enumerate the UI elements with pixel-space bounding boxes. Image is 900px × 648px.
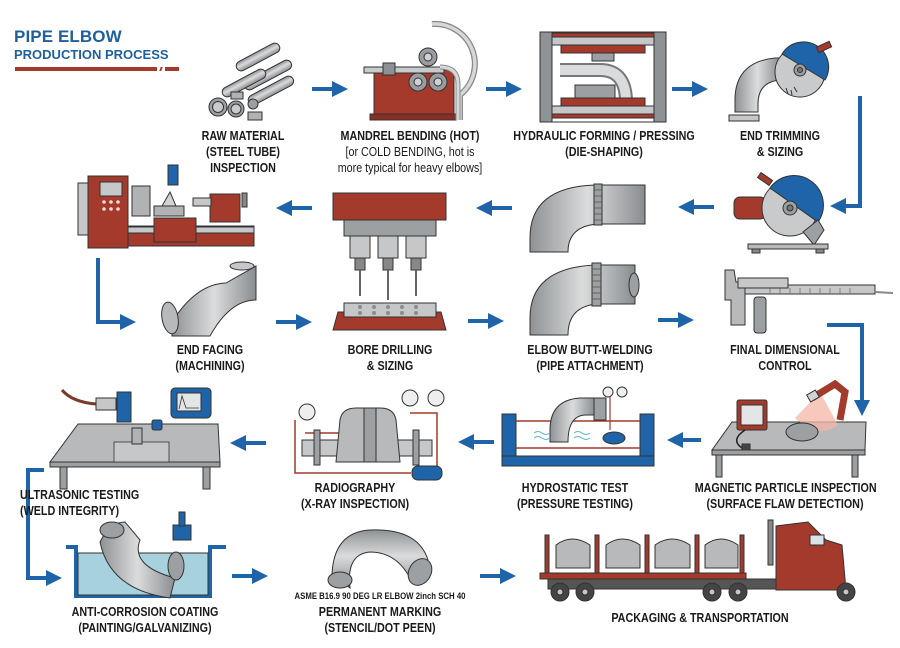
hydraulic-press-icon [539, 31, 667, 123]
step-label-hydraulic-forming: HYDRAULIC FORMING / PRESSING (DIE-SHAPIN… [513, 129, 695, 159]
magnetic-yoke-icon [711, 379, 867, 478]
marking-stamp-text: ASME B16.9 90 DEG LR ELBOW 2inch SCH 40 [294, 591, 466, 602]
page-subtitle: PRODUCTION PROCESS [14, 47, 169, 62]
page-title: PIPE ELBOW [14, 27, 122, 46]
step-label-anti-corrosion: ANTI-CORROSION COATING (PAINTING/GALVANI… [71, 605, 219, 635]
mandrel-bender-icon [363, 20, 478, 121]
lathe-icon [77, 164, 255, 249]
step-label-mandrel-bending: MANDREL BENDING (HOT) [or COLD BENDING, … [337, 129, 483, 175]
step-label-raw-material: RAW MATERIAL (STEEL TUBE) INSPECTION [201, 129, 285, 175]
arrow-8-9 [96, 258, 136, 330]
flatbed-truck-icon [539, 519, 856, 602]
step-label-radiography: RADIOGRAPHY (X-RAY INSPECTION) [300, 481, 410, 511]
caliper-icon [724, 269, 894, 334]
steel-tubes-icon [208, 42, 295, 121]
step-label-magnetic-particle: MAGNETIC PARTICLE INSPECTION (SURFACE FL… [694, 481, 877, 511]
angle-grinder-icon [728, 40, 833, 122]
marked-elbow-icon [327, 529, 433, 590]
butt-weld-elbow-icon [529, 262, 640, 336]
title-underline [15, 67, 179, 71]
bore-drilling-icon [332, 302, 447, 331]
welded-elbow-icon [529, 183, 646, 253]
arrow-12-13 [827, 323, 870, 416]
step-label-end-trimming: END TRIMMING & SIZING [739, 129, 821, 159]
arrow-4-5 [830, 96, 862, 214]
faced-elbow-icon [161, 261, 257, 337]
flow-arrows [26, 81, 870, 586]
hydro-tank-icon [501, 386, 655, 467]
coating-tank-icon [66, 511, 226, 599]
arrow-16-17 [26, 468, 62, 586]
step-label-final-dimensional: FINAL DIMENSIONAL CONTROL [730, 343, 840, 373]
step-label-ultrasonic: ULTRASONIC TESTING (WELD INTEGRITY) [20, 488, 140, 518]
radiography-rig-icon [294, 389, 445, 481]
step-label-permanent-marking: PERMANENT MARKING (STENCIL/DOT PEEN) [318, 605, 442, 635]
ultrasonic-tester-icon [49, 387, 221, 490]
drill-press-icon [332, 192, 447, 300]
step-label-bore-drilling: BORE DRILLING & SIZING [347, 343, 433, 373]
step-label-hydrostatic: HYDROSTATIC TEST (PRESSURE TESTING) [517, 481, 633, 511]
step-label-butt-welding: ELBOW BUTT-WELDING (PIPE ATTACHMENT) [527, 343, 653, 373]
step-label-end-facing: END FACING (MACHINING) [175, 343, 245, 373]
step-label-packaging: PACKAGING & TRANSPORTATION [611, 611, 789, 625]
cutoff-saw-icon [733, 171, 829, 254]
